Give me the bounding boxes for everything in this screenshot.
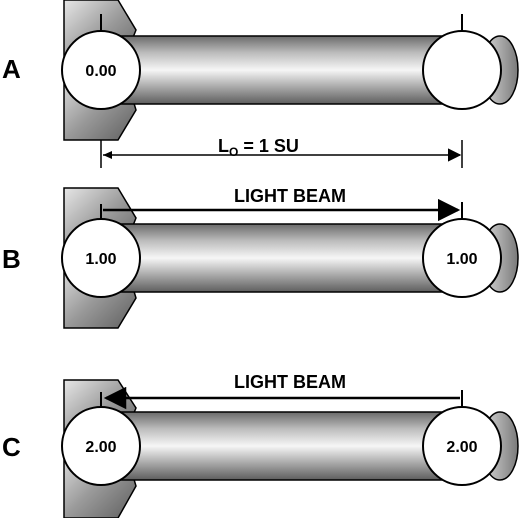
clock-left: 1.00 [61, 218, 141, 298]
clock-left: 2.00 [61, 406, 141, 486]
rocket-body [99, 35, 469, 105]
row-a: A 0.00 [2, 0, 519, 141]
clock-left-reading: 0.00 [85, 63, 116, 80]
clock-right-reading: 2.00 [446, 439, 477, 456]
clock-right [422, 30, 502, 110]
clock-right: 1.00 [422, 218, 502, 298]
beam-label-c: LIGHT BEAM [234, 372, 346, 392]
clock-right-reading: 1.00 [446, 251, 477, 268]
light-beam-right: LIGHT BEAM [103, 186, 461, 222]
row-label-b: B [2, 244, 21, 274]
clock-left-reading: 1.00 [85, 251, 116, 268]
beam-label-b: LIGHT BEAM [234, 186, 346, 206]
length-dimension: LO = 1 SU [100, 136, 463, 168]
clock-left-reading: 2.00 [85, 439, 116, 456]
length-label: LO = 1 SU [218, 136, 299, 159]
light-beam-left: LIGHT BEAM [103, 372, 460, 410]
row-label-c: C [2, 432, 21, 462]
clock-right: 2.00 [422, 406, 502, 486]
row-b: B LIGHT BEAM 1.00 1.00 [2, 186, 519, 329]
row-c: C LIGHT BEAM 2.00 2.00 [2, 372, 519, 518]
rocket-body [99, 411, 469, 481]
rocket-body [99, 223, 469, 293]
row-label-a: A [2, 54, 21, 84]
clock-left: 0.00 [61, 30, 141, 110]
